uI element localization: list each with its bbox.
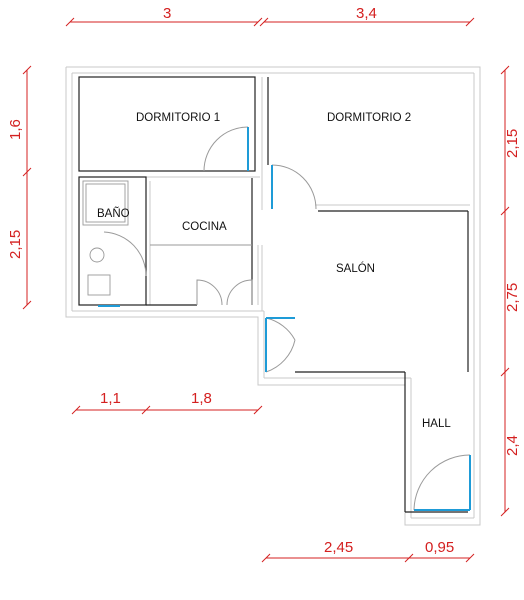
door-cocina [196, 279, 223, 306]
dim-left-lower: 2,15 [7, 230, 24, 259]
outer-wall [65, 66, 481, 526]
dimension-labels: 3 3,4 1,6 2,15 2,15 2,75 2,4 1,1 1,8 2,4… [7, 5, 521, 556]
door-bano [103, 231, 147, 277]
label-cocina: COCINA [182, 221, 227, 233]
dim-left-upper: 1,6 [7, 119, 24, 140]
walls [65, 66, 481, 526]
dim-top-left: 3 [163, 5, 171, 22]
door-salon [265, 317, 296, 341]
bano-walls [78, 176, 147, 306]
door-dormitorio-2 [271, 164, 317, 210]
dim-bottom-left: 2,45 [324, 539, 353, 556]
label-hall: HALL [422, 418, 451, 430]
fixtures [82, 180, 252, 296]
dimension-lines [22, 17, 510, 563]
door-dormitorio-1 [203, 126, 249, 172]
sink [87, 274, 111, 296]
door-hall [413, 454, 471, 511]
dim-right-upper: 2,15 [504, 129, 521, 158]
dormitorio-1-walls [78, 76, 256, 172]
dim-middle-left: 1,1 [100, 390, 121, 407]
label-bano: BAÑO [97, 207, 130, 220]
label-dormitorio-2: DORMITORIO 2 [327, 112, 411, 124]
shower-tray [82, 180, 129, 226]
room-labels: DORMITORIO 1 DORMITORIO 2 BAÑO COCINA SA… [97, 112, 451, 430]
doors [98, 126, 471, 511]
dim-middle-right: 1,8 [191, 390, 212, 407]
dim-top-right: 3,4 [356, 5, 377, 22]
dim-right-middle: 2,75 [504, 283, 521, 312]
dim-bottom-right: 0,95 [425, 539, 454, 556]
label-salon: SALÓN [336, 262, 375, 275]
label-dormitorio-1: DORMITORIO 1 [136, 112, 220, 124]
toilet [89, 247, 105, 263]
dim-right-lower: 2,4 [504, 435, 521, 456]
